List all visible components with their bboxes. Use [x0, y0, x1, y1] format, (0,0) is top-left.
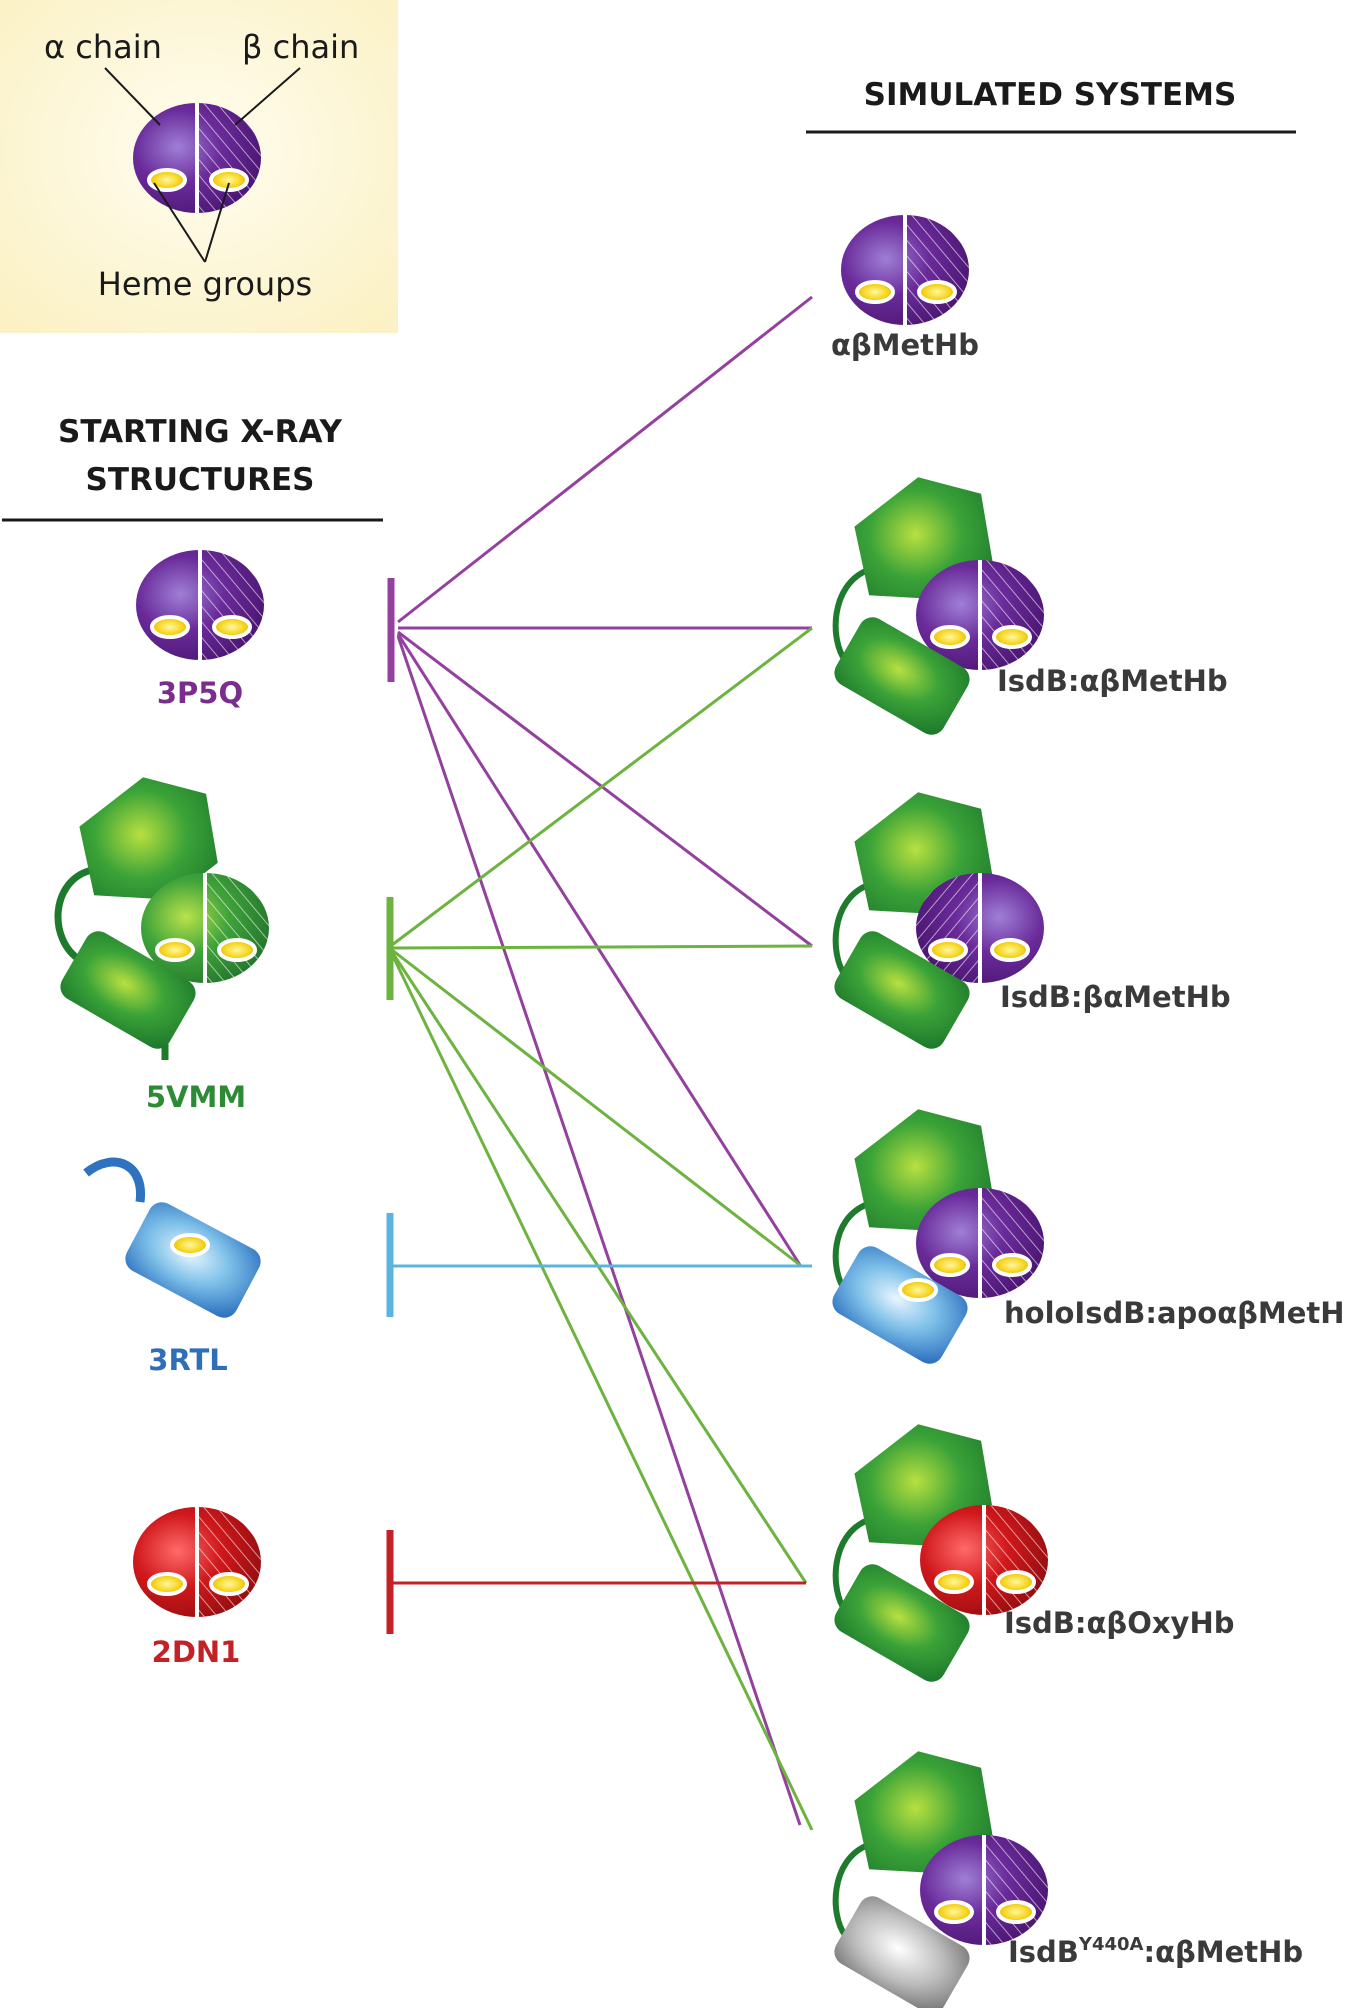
hemoglobin-icon	[841, 215, 969, 325]
system-abmethb: αβMetHb	[831, 215, 979, 362]
structure-3rtl: 3RTL	[83, 1157, 266, 1377]
heme-groups-label: Heme groups	[98, 265, 312, 303]
heme-icon	[898, 1278, 938, 1302]
isdb-linker	[832, 567, 870, 662]
connection-3p5q-to-abmethb	[397, 295, 813, 624]
system-label-superscript: Y440A	[1078, 1934, 1144, 1955]
isdb-linker	[832, 1201, 870, 1292]
isdb-neat2-holo-icon	[120, 1197, 266, 1323]
structure-3p5q: 3P5Q	[136, 550, 264, 710]
alpha-pointer-line	[104, 67, 161, 126]
starting-structures-heading-line2: STRUCTURES	[86, 462, 315, 498]
system-label: IsdB:βαMetHb	[1000, 980, 1231, 1014]
structure-2dn1: 2DN1	[133, 1507, 261, 1669]
system-isdb-y440a-abmethb: IsdBY440A:αβMetHb	[829, 1742, 1303, 2008]
system-label-main: IsdB	[1008, 1935, 1079, 1969]
hemoglobin-icon	[920, 1835, 1048, 1945]
hemoglobin-icon	[920, 1505, 1048, 1615]
system-isdb-bamethb: IsdB:βαMetHb	[829, 783, 1231, 1054]
structure-5vmm: 5VMM	[54, 768, 269, 1114]
system-isdb-abmethb: IsdB:αβMetHb	[829, 468, 1228, 740]
connection-3p5q-to-isdb-bamethb	[397, 630, 813, 948]
heme-icon	[170, 1233, 210, 1257]
heme-pointer-line-right	[204, 182, 230, 263]
starting-structures-heading-line1: STARTING X-RAY	[58, 414, 343, 450]
connection-3p5q-to-isdb-y440a	[396, 635, 802, 1826]
isdb-linker	[832, 1842, 870, 1937]
structure-code: 5VMM	[146, 1080, 246, 1114]
hemoglobin-icon	[133, 1507, 261, 1617]
structure-code: 3RTL	[148, 1343, 227, 1377]
system-label: IsdB:αβOxyHb	[1004, 1606, 1235, 1640]
system-isdb-aboxyhb: IsdB:αβOxyHb	[829, 1415, 1235, 1687]
alpha-chain-label: α chain	[44, 28, 162, 66]
connection-5vmm-to-isdb-abmethb	[391, 626, 813, 947]
legend-box: α chain β chain Heme groups	[0, 0, 398, 333]
connection-5vmm-to-isdb-bamethb	[391, 944, 813, 950]
hemoglobin-icon	[136, 550, 264, 660]
isdb-linker	[832, 882, 870, 977]
beta-chain-label: β chain	[242, 28, 359, 66]
connection-3p5q-to-holoisdb	[396, 633, 802, 1266]
isdb-tail	[83, 1157, 146, 1203]
simulated-systems-heading: SIMULATED SYSTEMS	[864, 77, 1237, 113]
heme-pointer-line-left	[153, 182, 206, 263]
system-label: holoIsdB:apoαβMetHb	[1004, 1296, 1345, 1330]
structure-code: 3P5Q	[157, 676, 243, 710]
connection-lines	[390, 295, 814, 1831]
isdb-linker	[832, 1517, 870, 1612]
connection-5vmm-to-holoisdb	[391, 948, 801, 1267]
system-label-rest: :αβMetHb	[1143, 1935, 1303, 1969]
system-label: IsdB:αβMetHb	[997, 664, 1228, 698]
connection-5vmm-to-isdb-y440a	[390, 953, 814, 1831]
beta-pointer-line	[234, 67, 301, 126]
system-holoisdb-apoabmethb: holoIsdB:apoαβMetHb	[827, 1100, 1345, 1369]
system-label: IsdBY440A:αβMetHb	[1008, 1934, 1303, 1969]
system-label: αβMetHb	[831, 328, 979, 362]
structure-code: 2DN1	[152, 1635, 241, 1669]
